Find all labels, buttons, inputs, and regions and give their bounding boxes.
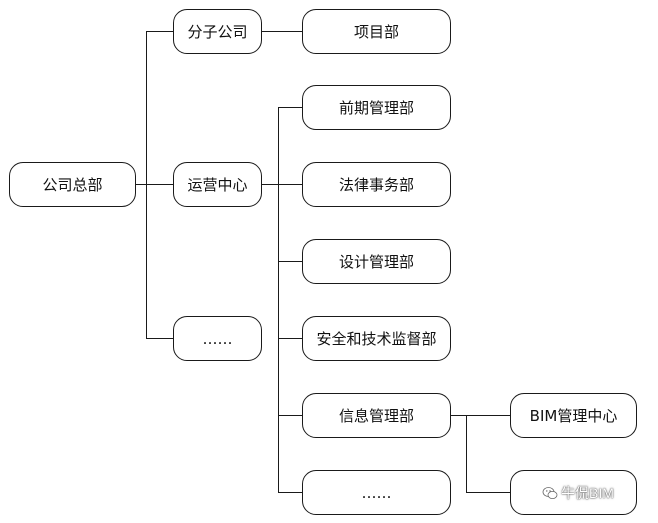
node-design-mgmt: 设计管理部 bbox=[302, 239, 451, 284]
connector-line bbox=[146, 31, 173, 32]
node-project-dept: 项目部 bbox=[302, 9, 451, 54]
node-safety-tech: 安全和技术监督部 bbox=[302, 316, 451, 361]
connector-line bbox=[466, 415, 467, 492]
watermark: 牛侃BIM bbox=[542, 483, 614, 503]
connector-line bbox=[278, 492, 302, 493]
node-more-l4 bbox=[510, 470, 637, 515]
connector-line bbox=[136, 184, 146, 185]
node-info-mgmt: 信息管理部 bbox=[302, 393, 451, 438]
connector-line bbox=[278, 415, 302, 416]
connector-line bbox=[466, 492, 510, 493]
connector-line bbox=[262, 31, 302, 32]
connector-line bbox=[278, 338, 302, 339]
node-hq: 公司总部 bbox=[9, 162, 136, 207]
node-subsidiary: 分子公司 bbox=[173, 9, 262, 54]
node-ops-center: 运营中心 bbox=[173, 162, 262, 207]
connector-line bbox=[278, 107, 302, 108]
node-legal: 法律事务部 bbox=[302, 162, 451, 207]
connector-line bbox=[146, 184, 173, 185]
connector-line bbox=[262, 184, 302, 185]
wechat-icon bbox=[542, 487, 558, 499]
node-more-l2: …… bbox=[173, 316, 262, 361]
node-more-l3: …… bbox=[302, 470, 451, 515]
connector-line bbox=[451, 415, 510, 416]
connector-line bbox=[146, 338, 173, 339]
watermark-text: 牛侃BIM bbox=[561, 485, 614, 501]
connector-line bbox=[278, 261, 302, 262]
node-bim-center: BIM管理中心 bbox=[510, 393, 637, 438]
connector-line bbox=[278, 107, 279, 492]
node-early-mgmt: 前期管理部 bbox=[302, 85, 451, 130]
